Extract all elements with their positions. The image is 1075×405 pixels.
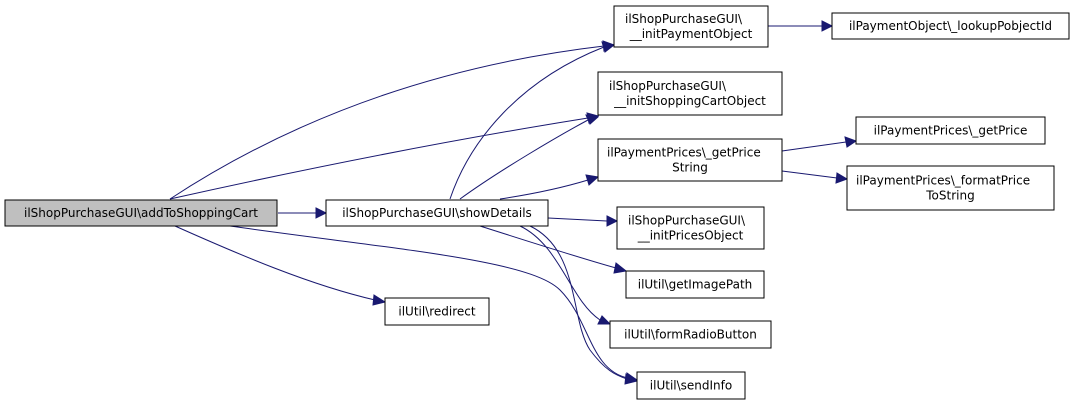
arrowhead	[315, 207, 328, 219]
edge-line	[781, 141, 847, 152]
arrowhead	[585, 174, 600, 186]
arrowhead	[606, 215, 619, 227]
edge-getPriceString-to-formatPriceToString	[781, 170, 849, 184]
node-label: ilUtil\redirect	[398, 305, 476, 319]
edge-line	[529, 225, 628, 380]
node-label: __initPaymentObject	[629, 27, 753, 41]
node-lookupPobjectId[interactable]: ilPaymentObject\_lookupPobjectId	[831, 12, 1070, 40]
node-box	[597, 71, 783, 116]
node-label: ilShopPurchaseGUI\showDetails	[342, 206, 532, 220]
node-box	[613, 5, 769, 48]
arrowhead	[585, 114, 600, 125]
edges	[169, 20, 858, 385]
edge-showDetails-to-getPriceString	[499, 174, 600, 200]
edge-getPriceString-to-getPrice	[781, 136, 858, 152]
node-addToShoppingCart[interactable]: ilShopPurchaseGUI\addToShoppingCart	[4, 199, 278, 227]
node-label: ilPaymentObject\_lookupPobjectId	[849, 19, 1052, 33]
node-box	[846, 165, 1055, 211]
edge-showDetails-to-initPricesObject	[547, 215, 619, 227]
edge-addToShoppingCart-to-showDetails	[278, 207, 328, 219]
node-label: ilPaymentPrices\_getPrice	[874, 124, 1028, 138]
arrowhead	[601, 41, 616, 53]
node-label: __initShoppingCartObject	[613, 94, 766, 108]
node-box	[4, 199, 278, 227]
node-label: ilPaymentPrices\_formatPrice	[856, 174, 1030, 188]
node-label: ToString	[925, 189, 974, 203]
edge-line	[169, 45, 605, 200]
node-getPrice[interactable]: ilPaymentPrices\_getPrice	[855, 116, 1046, 145]
edge-addToShoppingCart-to-redirect	[174, 225, 387, 306]
edge-showDetails-to-initShoppingCartObject	[459, 114, 600, 200]
edge-line	[519, 225, 601, 321]
node-box	[831, 12, 1070, 40]
node-label: ilShopPurchaseGUI\	[625, 12, 743, 26]
arrowhead	[372, 294, 387, 306]
edge-showDetails-to-formRadioButton	[519, 225, 612, 325]
node-label: ilUtil\formRadioButton	[624, 328, 757, 342]
node-box	[636, 371, 746, 400]
node-label: ilUtil\getImagePath	[638, 278, 753, 292]
edge-showDetails-to-initPaymentObject	[449, 41, 616, 200]
edge-line	[459, 119, 589, 200]
node-box	[384, 297, 490, 326]
node-label: __initPricesObject	[637, 229, 744, 243]
node-label: ilShopPurchaseGUI\	[628, 214, 746, 228]
arrowhead	[624, 373, 639, 385]
node-box	[616, 206, 765, 250]
arrowhead	[613, 262, 628, 274]
edge-line	[174, 225, 376, 301]
node-showDetails[interactable]: ilShopPurchaseGUI\showDetails	[325, 199, 549, 227]
arrowhead	[835, 172, 849, 184]
node-getImagePath[interactable]: ilUtil\getImagePath	[625, 270, 765, 299]
edge-line	[449, 46, 605, 200]
node-box	[609, 320, 772, 349]
edge-line	[499, 179, 589, 200]
edge-showDetails-to-sendInfo	[529, 225, 639, 385]
node-box	[597, 138, 783, 182]
node-label: String	[672, 161, 708, 175]
node-label: ilUtil\sendInfo	[650, 379, 732, 393]
arrowhead	[821, 20, 834, 32]
edge-line	[229, 225, 629, 379]
node-initPaymentObject[interactable]: ilShopPurchaseGUI\__initPaymentObject	[613, 5, 769, 48]
node-label: ilPaymentPrices\_getPrice	[607, 146, 761, 160]
node-label: ilShopPurchaseGUI\addToShoppingCart	[24, 206, 258, 220]
node-redirect[interactable]: ilUtil\redirect	[384, 297, 490, 326]
nodes: ilShopPurchaseGUI\addToShoppingCart ilSho…	[4, 5, 1070, 400]
node-box	[855, 116, 1046, 145]
node-formRadioButton[interactable]: ilUtil\formRadioButton	[609, 320, 772, 349]
edge-line	[479, 225, 617, 269]
edge-line	[169, 117, 589, 200]
node-initPricesObject[interactable]: ilShopPurchaseGUI\__initPricesObject	[616, 206, 765, 250]
edge-line	[547, 217, 608, 222]
arrowhead	[597, 315, 612, 325]
edge-addToShoppingCart-to-initPaymentObject	[169, 40, 616, 200]
node-sendInfo[interactable]: ilUtil\sendInfo	[636, 371, 746, 400]
node-box	[325, 199, 549, 227]
arrowhead	[844, 136, 858, 148]
node-box	[625, 270, 765, 299]
edge-line	[781, 170, 838, 179]
node-initShoppingCartObject[interactable]: ilShopPurchaseGUI\__initShoppingCartObje…	[597, 71, 783, 116]
edge-initPaymentObject-to-lookupPobjectId	[768, 20, 834, 32]
edge-addToShoppingCart-to-initShoppingCartObject	[169, 112, 600, 200]
node-label: ilShopPurchaseGUI\	[609, 79, 727, 93]
